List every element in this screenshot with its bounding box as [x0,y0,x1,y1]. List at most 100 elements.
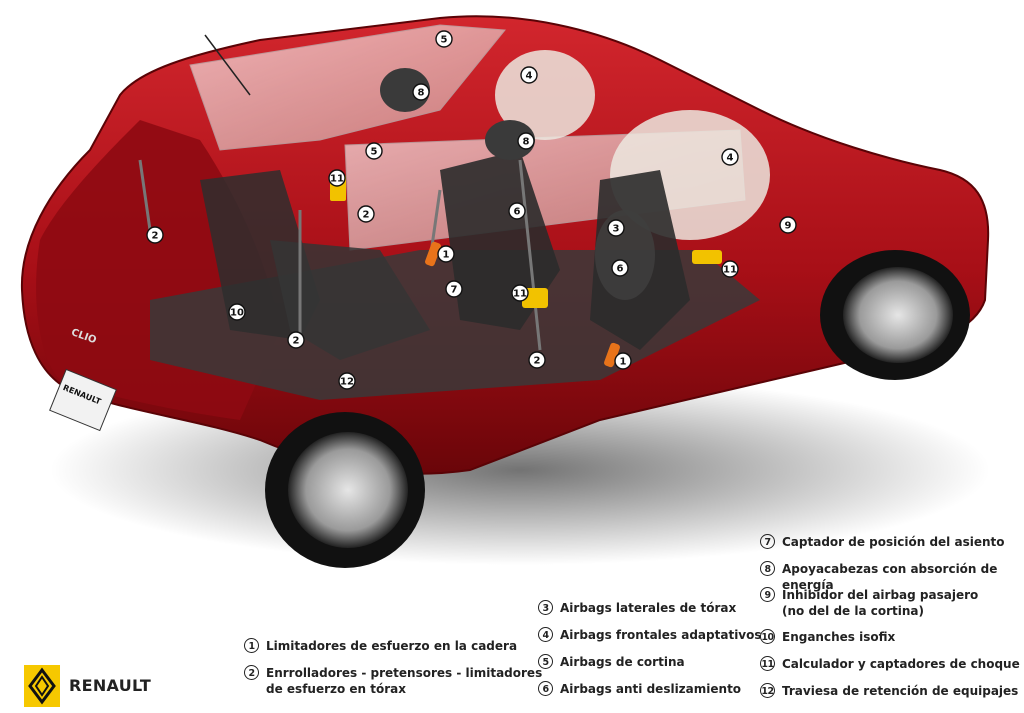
callout-number: 1 [620,357,627,368]
callout-number: 9 [785,221,792,232]
callout-circle [146,226,164,244]
legend-text: Apoyacabezas con absorción de energía [782,562,998,592]
legend-item-11: 11 Calculador y captadores de choque [760,656,1020,672]
callout-number: 4 [727,153,734,164]
callout-number: 4 [526,71,533,82]
curtain-airbag-upper [189,24,506,151]
hip-limiter-rear [425,241,441,267]
callout-6: 6 [611,259,629,277]
callout-5: 5 [365,142,383,160]
callout-8: 8 [412,83,430,101]
callout-circle [528,351,546,369]
callout-number: 8 [418,88,425,99]
hip-limiter-front [604,342,620,368]
callout-2: 2 [146,226,164,244]
callout-circle [517,132,535,150]
callout-7: 7 [445,280,463,298]
callout-number: 6 [617,264,624,275]
legend-number: 2 [244,665,259,680]
legend-number: 5 [538,654,553,669]
frontal-airbag-driver [495,50,595,140]
legend-number: 9 [760,587,775,602]
callout-11: 11 [511,284,529,302]
callout-circle [435,30,453,48]
callout-number: 10 [230,308,244,319]
legend-number: 8 [760,561,775,576]
legend-number: 10 [760,629,775,644]
callout-circle [287,331,305,349]
legend-number: 6 [538,681,553,696]
callout-circle [721,260,739,278]
front-seat-left [440,150,560,330]
callout-number: 2 [293,336,300,347]
legend-text: Calculador y captadores de choque [782,657,1020,671]
legend-item-2: 2 Enrrolladores - pretensores - limitador… [244,665,542,697]
callout-number: 7 [451,285,458,296]
brand-name: RENAULT [69,676,152,695]
callout-circle [357,205,375,223]
callout-12: 12 [338,372,356,390]
callout-4: 4 [520,66,538,84]
callout-circle [721,148,739,166]
legend-item-8: 8 Apoyacabezas con absorción de energía [760,561,1024,593]
callout-number: 8 [523,137,530,148]
callout-circle [365,142,383,160]
legend-number: 12 [760,683,775,698]
callout-number: 5 [441,35,448,46]
callout-circle [779,216,797,234]
headrest-rear [380,68,430,112]
callout-4: 4 [721,148,739,166]
legend-text: Airbags de cortina [560,655,685,669]
callout-circle [338,372,356,390]
callout-2: 2 [287,331,305,349]
callout-circle [445,280,463,298]
callout-number: 6 [514,207,521,218]
legend-number: 11 [760,656,775,671]
callout-2: 2 [528,351,546,369]
callout-number: 11 [513,289,527,300]
legend-number: 1 [244,638,259,653]
legend-text: Airbags laterales de tórax [560,601,737,615]
callout-1: 1 [437,245,455,263]
seatbelt-lines [138,159,542,351]
legend-text: Captador de posición del asiento [782,535,1005,549]
legend-item-12: 12 Traviesa de retención de equipajes [760,683,1018,699]
callout-number: 1 [443,250,450,261]
callout-10: 10 [228,303,246,321]
legend-text: Limitadores de esfuerzo en la cadera [266,639,518,653]
callout-number: 2 [534,356,541,367]
callout-11: 11 [721,260,739,278]
legend-item-1: 1 Limitadores de esfuerzo en la cadera [244,638,517,654]
callout-number: 11 [723,265,737,276]
legend-number: 4 [538,627,553,642]
legend-item-5: 5 Airbags de cortina [538,654,685,670]
legend-text: Enrrolladores - pretensores - limitadore… [266,666,543,696]
antenna [204,34,251,96]
callout-circle [328,169,346,187]
callout-9: 9 [779,216,797,234]
callout-3: 3 [607,219,625,237]
legend-item-4: 4 Airbags frontales adaptativos [538,627,762,643]
callout-circle [437,245,455,263]
legend-text: Traviesa de retención de equipajes [782,684,1019,698]
callout-number: 3 [613,224,620,235]
front-wheel [820,250,970,380]
callout-circle [412,83,430,101]
rear-seat-2 [270,240,430,360]
callout-number: 11 [330,174,344,185]
callout-8: 8 [517,132,535,150]
legend-text: Inhibidor del airbag pasajero (no del de… [782,588,979,618]
crash-sensor-floor [692,250,722,264]
legend-text: Airbags frontales adaptativos [560,628,762,642]
license-plate [49,368,117,432]
callout-5: 5 [435,30,453,48]
callout-circle [520,66,538,84]
headrest-front [485,120,535,160]
callout-circle [508,202,526,220]
callout-circle [607,219,625,237]
